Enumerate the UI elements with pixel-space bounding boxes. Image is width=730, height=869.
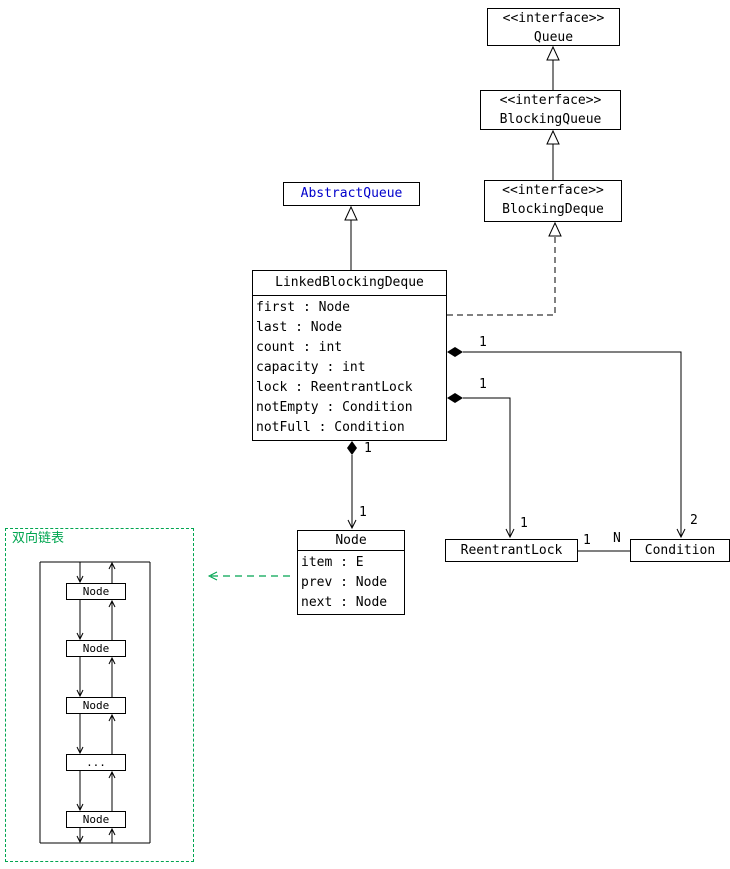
- multiplicity-label: 2: [690, 513, 698, 528]
- ll-node: Node: [66, 640, 126, 657]
- blocking-queue-stereotype: <<interface>>: [499, 93, 602, 108]
- multiplicity-label: 1: [583, 533, 591, 548]
- attribute-row: capacity : int: [256, 360, 366, 375]
- multiplicity-label: 1: [479, 335, 487, 350]
- blocking-queue-interface-box: <<interface>> BlockingQueue: [480, 90, 621, 130]
- attribute-row: next : Node: [301, 595, 388, 610]
- attribute-row: notFull : Condition: [256, 420, 405, 435]
- blocking-deque-interface-box: <<interface>> BlockingDeque: [484, 180, 622, 222]
- ll-node: Node: [66, 811, 126, 828]
- ll-node: ...: [66, 754, 126, 771]
- composition-diamond-condition: [447, 347, 463, 357]
- multiplicity-label: 1: [359, 505, 367, 520]
- multiplicity-label: 1: [479, 377, 487, 392]
- composition-diamond-lock: [447, 393, 463, 403]
- multiplicity-label: N: [613, 531, 621, 546]
- queue-interface-box: <<interface>> Queue: [487, 8, 620, 46]
- ll-node: Node: [66, 697, 126, 714]
- linked-list-panel-title: 双向链表: [10, 531, 67, 546]
- composition-diamond-node: [347, 441, 357, 455]
- multiplicity-label: 1: [364, 441, 372, 456]
- node-class-box: Node item : E prev : Node next : Node: [297, 530, 405, 615]
- linked-list-wires: [39, 561, 151, 844]
- condition-box: Condition: [630, 539, 730, 562]
- multiplicity-label: 1: [520, 516, 528, 531]
- linked-list-panel: [5, 528, 194, 862]
- queue-stereotype: <<interface>>: [502, 11, 605, 26]
- abstract-queue-box: AbstractQueue: [283, 182, 420, 206]
- attribute-row: count : int: [256, 340, 343, 355]
- linked-blocking-deque-attributes: first : Node last : Node count : int cap…: [253, 296, 446, 438]
- blocking-deque-name: BlockingDeque: [502, 202, 604, 217]
- queue-name: Queue: [533, 30, 574, 45]
- realization-arrow: [447, 221, 562, 316]
- generalization-arrows: [344, 45, 560, 270]
- attribute-row: first : Node: [256, 300, 350, 315]
- linked-blocking-deque-box: LinkedBlockingDeque first : Node last : …: [252, 270, 447, 441]
- attribute-row: last : Node: [256, 320, 343, 335]
- attribute-row: lock : ReentrantLock: [256, 380, 413, 395]
- blocking-queue-name: BlockingQueue: [499, 112, 602, 127]
- reentrant-lock-name: ReentrantLock: [460, 543, 563, 558]
- attribute-row: prev : Node: [301, 575, 388, 590]
- reentrant-lock-box: ReentrantLock: [445, 539, 578, 562]
- attribute-row: notEmpty : Condition: [256, 400, 413, 415]
- condition-name: Condition: [644, 543, 716, 558]
- blocking-deque-stereotype: <<interface>>: [502, 183, 604, 198]
- ll-node: Node: [66, 583, 126, 600]
- abstract-queue-name: AbstractQueue: [300, 186, 403, 201]
- node-class-attributes: item : E prev : Node next : Node: [298, 551, 404, 613]
- attribute-row: item : E: [301, 555, 364, 570]
- node-class-title: Node: [298, 531, 404, 551]
- linked-blocking-deque-title: LinkedBlockingDeque: [253, 271, 446, 296]
